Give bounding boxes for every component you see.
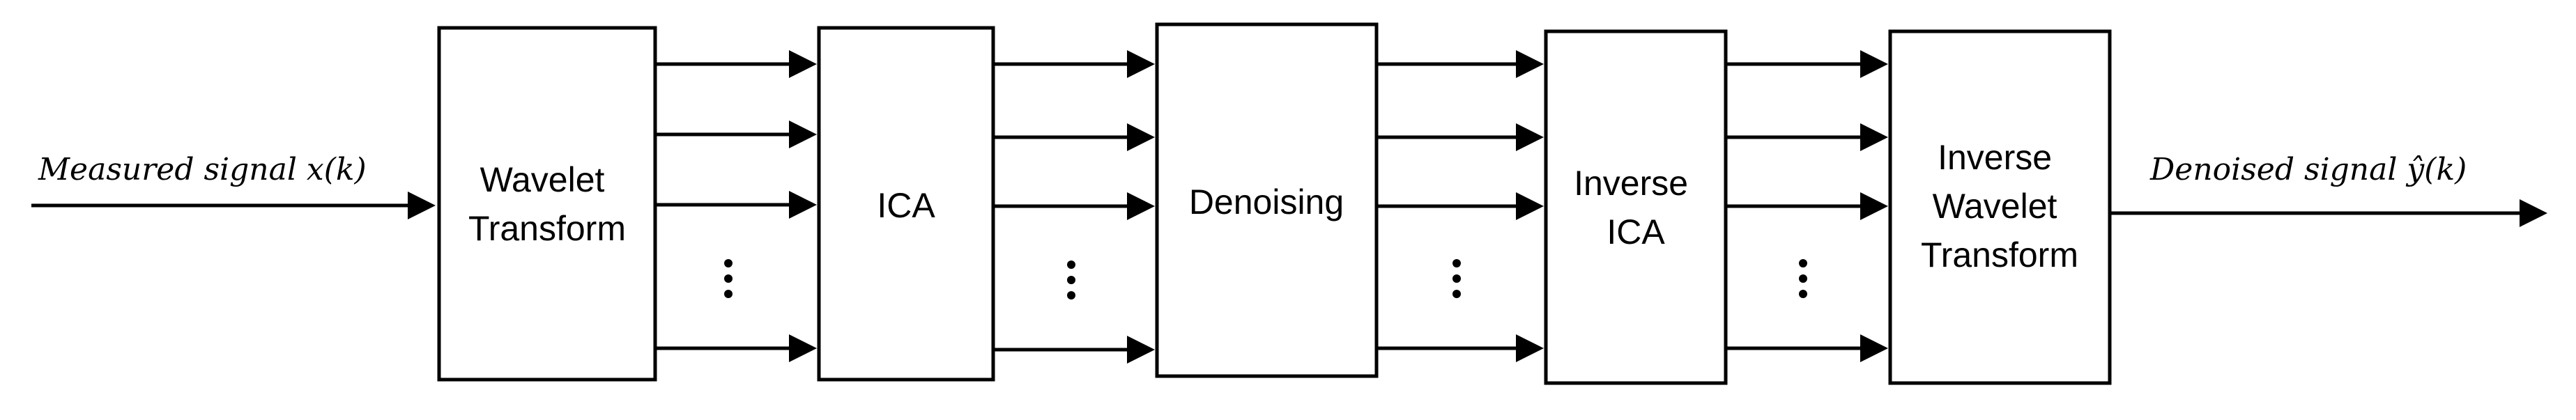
block-label-line: Transform xyxy=(468,209,626,248)
block-label-line: Inverse xyxy=(1938,138,2052,177)
block-ica: ICA xyxy=(817,26,995,382)
channels-denoising-to-inverse-ica xyxy=(1377,50,1544,362)
svg-text:Wavelet Transform: Wavelet Transform xyxy=(468,160,626,248)
block-inverse-ica: Inverse ICA xyxy=(1544,29,1728,385)
svg-text:Denoising: Denoising xyxy=(1189,182,1344,221)
svg-text:ICA: ICA xyxy=(877,186,935,225)
block-label-line: Denoising xyxy=(1189,182,1344,221)
input-signal-label: Measured signal x(k) xyxy=(38,152,367,187)
block-label-line: Wavelet xyxy=(480,160,605,199)
vertical-ellipsis xyxy=(1799,259,1807,298)
output-signal-label: Denoised signal ŷ(k) xyxy=(2149,152,2467,187)
block-wavelet-transform: Wavelet Transform xyxy=(437,26,657,382)
block-label-line: Transform xyxy=(1921,235,2078,274)
channels-ica-to-denoising xyxy=(993,50,1155,364)
svg-text:Inverse Wavelet Tr: Inverse Wavelet Transform xyxy=(1921,138,2078,274)
channels-inverse-ica-to-inverse-wavelet xyxy=(1726,50,1888,362)
block-denoising: Denoising xyxy=(1155,22,1379,378)
block-label-line: Inverse xyxy=(1574,164,1688,203)
vertical-ellipsis xyxy=(724,259,733,298)
block-label-line: ICA xyxy=(1607,212,1665,251)
block-label-line: Wavelet xyxy=(1933,187,2057,226)
vertical-ellipsis xyxy=(1452,259,1461,298)
svg-text:Inverse ICA: Inverse ICA xyxy=(1574,164,1698,251)
block-label-line: ICA xyxy=(877,186,935,225)
vertical-ellipsis xyxy=(1067,260,1075,300)
block-inverse-wavelet-transform: Inverse Wavelet Transform xyxy=(1888,29,2112,385)
channels-wavelet-to-ica xyxy=(655,50,817,362)
